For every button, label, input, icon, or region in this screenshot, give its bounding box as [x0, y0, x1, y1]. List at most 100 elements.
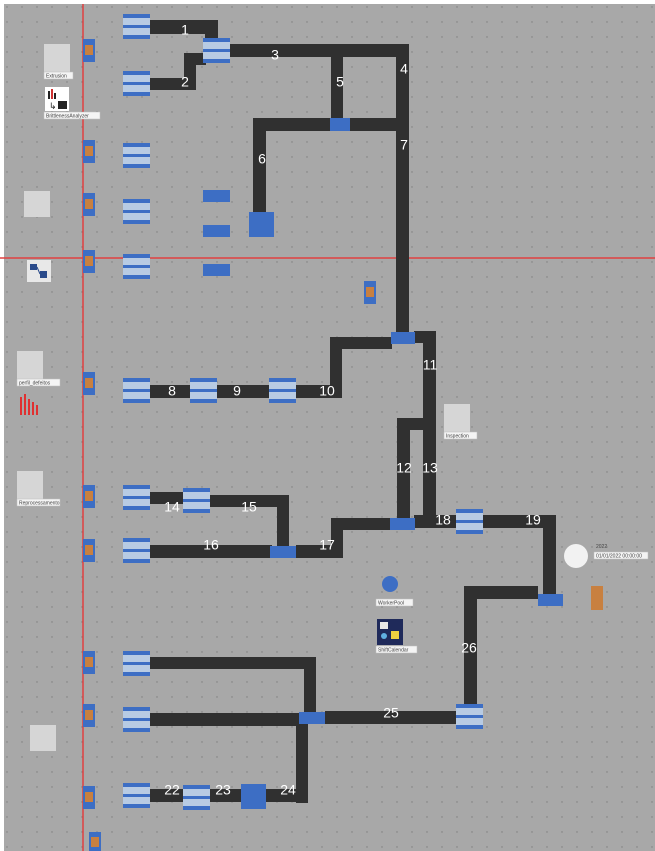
clock-tag	[593, 551, 649, 560]
station-block[interactable]	[456, 509, 483, 534]
segment-label: 14	[164, 499, 180, 515]
entry-marker[interactable]	[83, 704, 95, 727]
station-block[interactable]	[183, 488, 210, 513]
junction-block[interactable]	[390, 518, 415, 530]
placeholder-box[interactable]	[24, 191, 50, 217]
station-block[interactable]	[123, 485, 150, 510]
entry-marker[interactable]	[83, 250, 95, 273]
station-block[interactable]	[123, 707, 150, 732]
station-block[interactable]	[123, 254, 150, 279]
calendar-icon[interactable]	[377, 619, 403, 645]
placeholder-box[interactable]	[44, 44, 70, 72]
segment-label: 15	[241, 499, 257, 515]
junction-block[interactable]	[270, 546, 296, 558]
reprocessamento-tag	[16, 498, 61, 507]
entry-marker[interactable]	[83, 372, 95, 395]
segment-labels: 1 2 3 4 5 6 7 8 9 10 11 12 13 14 15 16 1…	[164, 22, 541, 798]
junction-block[interactable]	[391, 332, 415, 344]
entry-marker[interactable]	[364, 281, 376, 304]
junction-blocks[interactable]	[203, 118, 563, 809]
segment-label: 5	[336, 74, 344, 90]
junction-block[interactable]	[330, 118, 350, 131]
segment-label: 12	[396, 460, 412, 476]
entry-marker[interactable]	[83, 193, 95, 216]
network-icon[interactable]	[27, 260, 51, 282]
station-block[interactable]	[123, 538, 150, 563]
entry-marker[interactable]	[83, 39, 95, 62]
station-block[interactable]	[123, 143, 150, 168]
clock-icon[interactable]	[564, 544, 588, 568]
worker-pool-tag	[375, 598, 414, 607]
segment-label: 10	[319, 383, 335, 399]
junction-block[interactable]	[538, 594, 563, 606]
segment-label: 19	[525, 512, 541, 528]
station-block[interactable]	[183, 785, 210, 810]
segment-label: 1	[181, 22, 189, 38]
machine-block[interactable]	[249, 212, 274, 237]
entry-marker[interactable]	[83, 539, 95, 562]
station-block[interactable]	[123, 14, 150, 39]
segment-label: 2	[181, 74, 189, 90]
entry-marker[interactable]	[83, 485, 95, 508]
placeholder-box[interactable]	[30, 725, 56, 751]
inspection-label: Inspection	[446, 434, 469, 440]
widget-label: BrittlenessAnalyzer	[46, 114, 89, 120]
shift-calendar-tag	[375, 645, 418, 654]
station-blocks[interactable]	[123, 14, 483, 810]
entry-marker[interactable]	[83, 651, 95, 674]
segment-label: 16	[203, 537, 219, 553]
placeholder-box[interactable]	[17, 471, 43, 499]
extrusion-tag	[43, 71, 74, 80]
buffer-block[interactable]	[203, 225, 230, 237]
perfil-tag	[16, 378, 61, 387]
station-block[interactable]	[203, 38, 230, 63]
perfil-label: perfil_defeitos	[19, 381, 51, 387]
chart-icon[interactable]: ↳	[45, 87, 69, 111]
machine-block[interactable]	[241, 784, 266, 809]
segment-label: 22	[164, 782, 180, 798]
entry-marker[interactable]	[83, 786, 95, 809]
station-block[interactable]	[269, 378, 296, 403]
sink-block[interactable]	[591, 586, 603, 610]
segment-label: 23	[215, 782, 231, 798]
junction-block[interactable]	[299, 712, 325, 724]
clock-datetime: 01/01/2022 00:00:00	[596, 554, 642, 560]
placeholder-box[interactable]	[444, 404, 470, 432]
station-block[interactable]	[123, 71, 150, 96]
entry-markers[interactable]	[83, 39, 376, 851]
segment-label: 3	[271, 47, 279, 63]
inspection-tag	[443, 431, 478, 440]
worker-pool-label: WorkerPool	[378, 601, 404, 607]
segment-label: 24	[280, 782, 296, 798]
segment-label: 7	[400, 137, 408, 153]
segment-label: 26	[461, 640, 477, 656]
worker-pool-icon[interactable]	[382, 576, 398, 592]
conveyor-tracks	[150, 20, 556, 803]
clock-year: 2022	[596, 544, 607, 550]
bar-chart-icon[interactable]	[17, 391, 43, 417]
entry-marker[interactable]	[89, 832, 101, 851]
extrusion-label: Extrusion	[46, 74, 67, 80]
entry-marker[interactable]	[83, 140, 95, 163]
segment-label: 17	[319, 537, 335, 553]
buffer-block[interactable]	[203, 264, 230, 276]
segment-label: 9	[233, 383, 241, 399]
segment-label: 8	[168, 383, 176, 399]
shift-calendar-label: ShiftCalendar	[378, 648, 409, 654]
grid-dots	[4, 4, 655, 851]
station-block[interactable]	[123, 783, 150, 808]
station-block[interactable]	[190, 378, 217, 403]
segment-label: 18	[435, 512, 451, 528]
segment-label: 4	[400, 61, 408, 77]
station-block[interactable]	[123, 378, 150, 403]
station-block[interactable]	[123, 199, 150, 224]
station-block[interactable]	[456, 704, 483, 729]
placeholder-box[interactable]	[17, 351, 43, 379]
segment-label: 11	[423, 357, 438, 373]
station-block[interactable]	[123, 651, 150, 676]
segment-label: 6	[258, 151, 266, 167]
segment-label: 25	[383, 705, 399, 721]
buffer-block[interactable]	[203, 190, 230, 202]
segment-label: 13	[422, 460, 438, 476]
